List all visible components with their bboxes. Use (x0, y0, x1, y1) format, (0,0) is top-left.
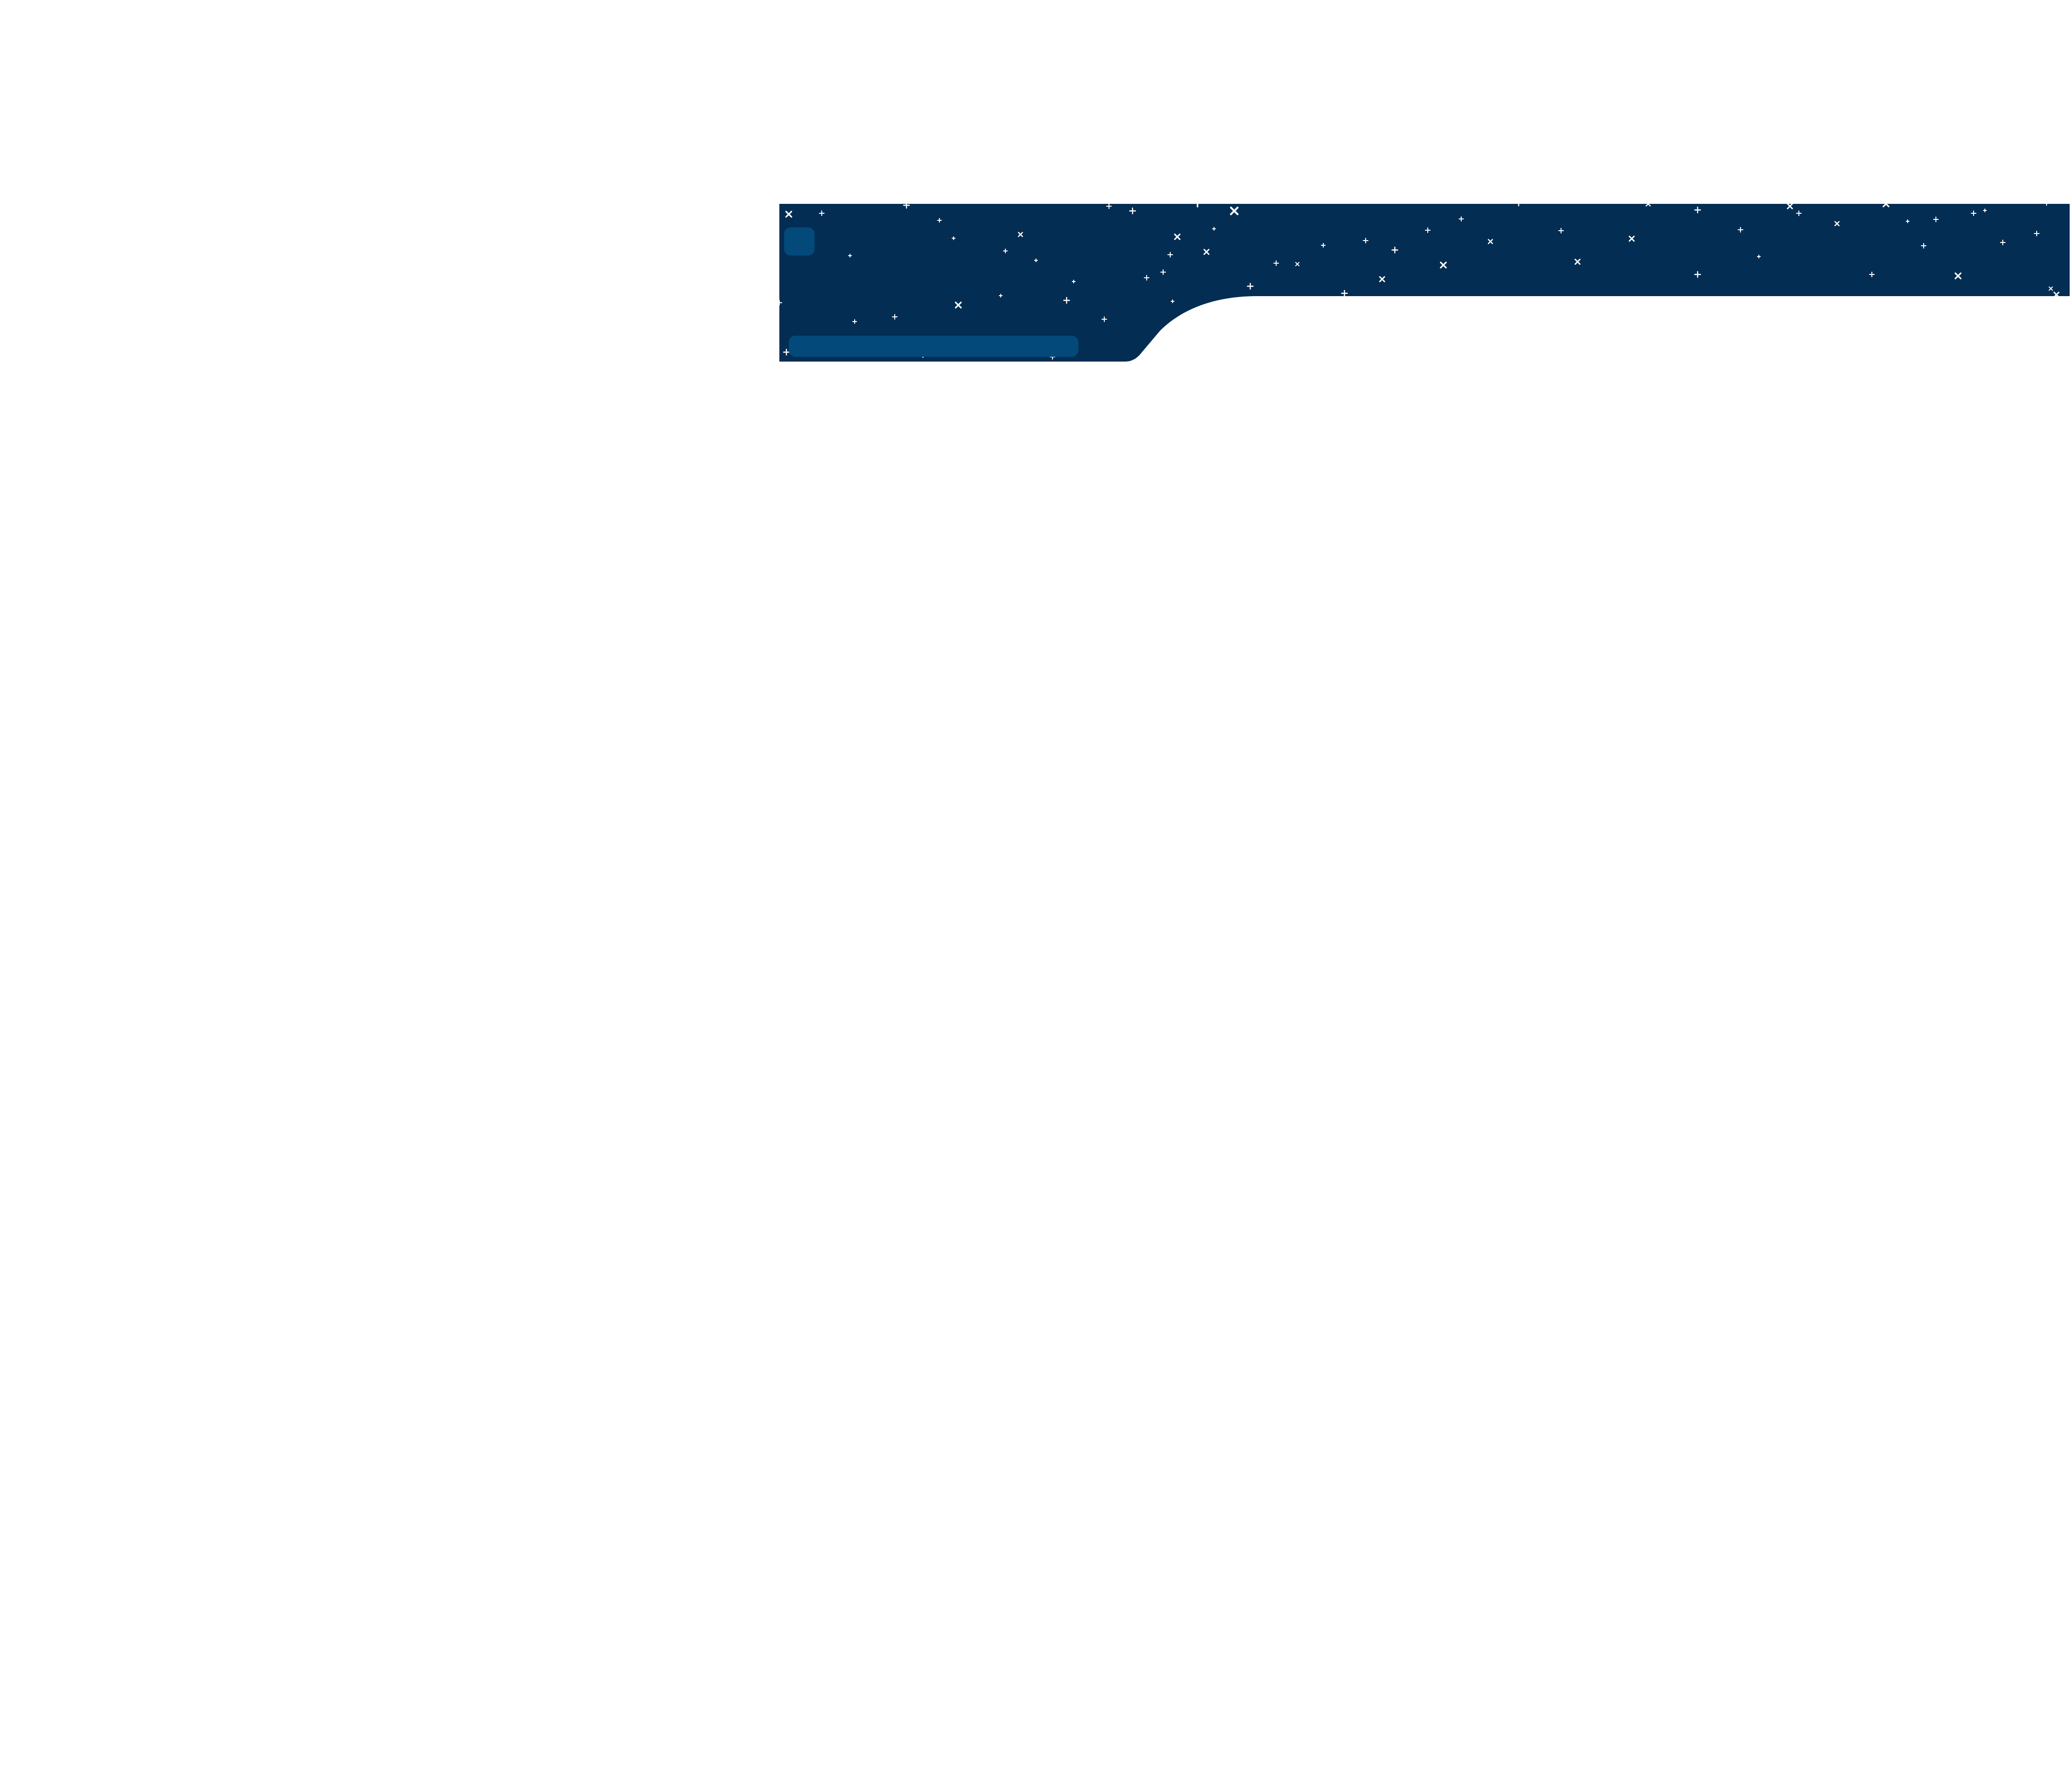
star-sparkle-icon (1273, 260, 1279, 266)
star-sparkle-icon (1515, 204, 1522, 207)
star-sparkle-icon (1246, 282, 1254, 290)
star-sparkle-icon (1167, 252, 1173, 258)
star-sparkle-icon (848, 254, 852, 258)
star-sparkle-icon (1757, 255, 1761, 258)
star-sparkle-icon (1645, 204, 1651, 207)
star-sparkle-icon (1034, 258, 1038, 262)
star-sparkle-icon (1391, 246, 1399, 254)
star-sparkle-icon (1906, 219, 1910, 223)
star-sparkle-icon (903, 204, 910, 209)
nav-pill-button[interactable] (789, 336, 1078, 357)
star-sparkle-icon (1882, 204, 1890, 208)
star-sparkle-icon (1230, 206, 1239, 216)
star-sparkle-icon (1003, 249, 1008, 253)
star-sparkle-icon (1574, 258, 1581, 265)
star-sparkle-icon (2000, 240, 2006, 245)
star-sparkle-icon (1129, 207, 1136, 215)
star-sparkle-icon (1101, 316, 1107, 322)
star-sparkle-icon (1796, 210, 1802, 216)
star-sparkle-icon (1193, 204, 1202, 208)
star-sparkle-icon (937, 218, 942, 223)
banner-shape (779, 204, 2070, 362)
star-sparkle-icon (1694, 271, 1701, 278)
star-sparkle-icon (1983, 209, 1987, 212)
star-sparkle-icon (1063, 297, 1070, 304)
star-sparkle-icon (1018, 232, 1023, 237)
star-sparkle-icon (1321, 243, 1326, 248)
star-sparkle-icon (852, 319, 857, 324)
star-sparkle-icon (2044, 204, 2049, 206)
star-sparkle-icon (1488, 239, 1493, 244)
star-sparkle-icon (1458, 216, 1464, 222)
star-sparkle-icon (1440, 261, 1447, 269)
star-sparkle-icon (1144, 275, 1149, 281)
star-sparkle-icon (1212, 227, 1216, 231)
star-sparkle-icon (955, 301, 962, 309)
star-sparkle-icon (1203, 249, 1210, 255)
app-icon-button[interactable] (784, 227, 815, 256)
star-sparkle-icon (1341, 290, 1348, 297)
star-sparkle-icon (1379, 276, 1385, 282)
star-sparkle-icon (1072, 280, 1076, 283)
star-sparkle-icon (2034, 231, 2040, 236)
star-sparkle-icon (783, 348, 790, 356)
star-sparkle-icon (1106, 204, 1112, 209)
star-sparkle-icon (1869, 272, 1875, 277)
star-sparkle-icon (1363, 238, 1368, 243)
star-sparkle-icon (1954, 272, 1962, 280)
star-sparkle-icon (1171, 299, 1174, 303)
star-sparkle-icon (785, 210, 793, 218)
star-sparkle-icon (779, 300, 782, 306)
star-sparkle-icon (819, 210, 825, 216)
star-sparkle-icon (1174, 234, 1181, 240)
star-sparkle-icon (952, 236, 955, 240)
star-sparkle-icon (892, 314, 898, 320)
star-sparkle-icon (1787, 204, 1793, 210)
star-sparkle-icon (1921, 243, 1926, 249)
main-content-area (0, 367, 2072, 1789)
star-sparkle-icon (1834, 221, 1840, 226)
star-sparkle-icon (1160, 269, 1166, 275)
star-sparkle-icon (1738, 227, 1743, 233)
star-sparkle-icon (1933, 217, 1939, 222)
star-sparkle-icon (1295, 262, 1300, 266)
star-sparkle-icon (1694, 206, 1701, 214)
star-sparkle-icon (1971, 210, 1976, 216)
star-sparkle-icon (1628, 235, 1635, 242)
star-sparkle-icon (2048, 286, 2053, 291)
star-sparkle-icon (1558, 228, 1564, 234)
star-sparkle-icon (1425, 227, 1431, 233)
star-sparkle-icon (999, 294, 1003, 298)
